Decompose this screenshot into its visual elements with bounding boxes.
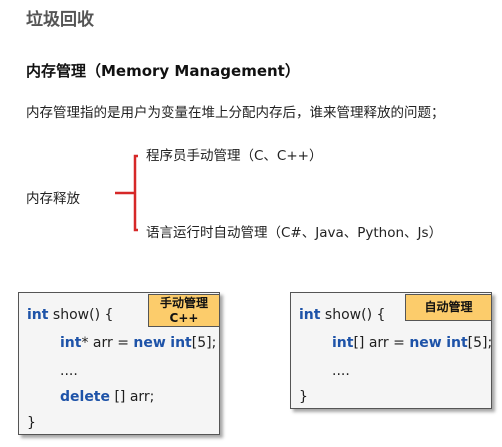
keyword: int [299,307,321,323]
code-text: [5]; [191,335,217,351]
keyword: int [332,335,354,351]
code-line-3: .... [332,363,350,379]
code-line-4: delete [] arr; [60,389,154,405]
manual-tag-line1: 手动管理 [159,295,208,310]
manual-tag: 手动管理 C++ [148,294,220,327]
code-text: * arr = [81,335,134,351]
keyword: int [170,335,192,351]
branch-manual-management: 程序员手动管理（C、C++） [146,148,323,164]
code-line-2: int* arr = new int[5]; [60,335,216,351]
code-text: show() { [48,307,114,323]
keyword: new [133,335,166,351]
keyword: delete [60,389,110,405]
code-text: [] arr; [110,389,155,405]
section-heading: 内存管理（Memory Management） [26,62,300,80]
keyword: int [27,307,49,323]
code-text: [] arr = [353,335,410,351]
code-text: [5]; [467,335,493,351]
code-line-2: int[] arr = new int[5]; [332,335,492,351]
memory-release-label: 内存释放 [26,191,80,207]
page-title: 垃圾回收 [26,10,94,30]
code-line-3: .... [60,363,78,379]
code-line-1: int show() { [299,307,385,323]
manual-code-box: 手动管理 C++ int show() { int* arr = new int… [18,292,220,435]
code-line-5: } [27,415,36,431]
keyword: new [409,335,442,351]
code-text: show() { [320,307,386,323]
auto-tag: 自动管理 [405,294,492,321]
keyword: int [446,335,468,351]
keyword: int [60,335,82,351]
manual-tag-line2: C++ [169,310,199,325]
auto-code-box: 自动管理 int show() { int[] arr = new int[5]… [290,292,492,409]
description-text: 内存管理指的是用户为变量在堆上分配内存后，谁来管理释放的问题； [26,105,445,121]
code-line-4: } [299,389,308,405]
code-line-1: int show() { [27,307,113,323]
branch-auto-management: 语言运行时自动管理（C#、Java、Python、Js） [146,225,443,241]
